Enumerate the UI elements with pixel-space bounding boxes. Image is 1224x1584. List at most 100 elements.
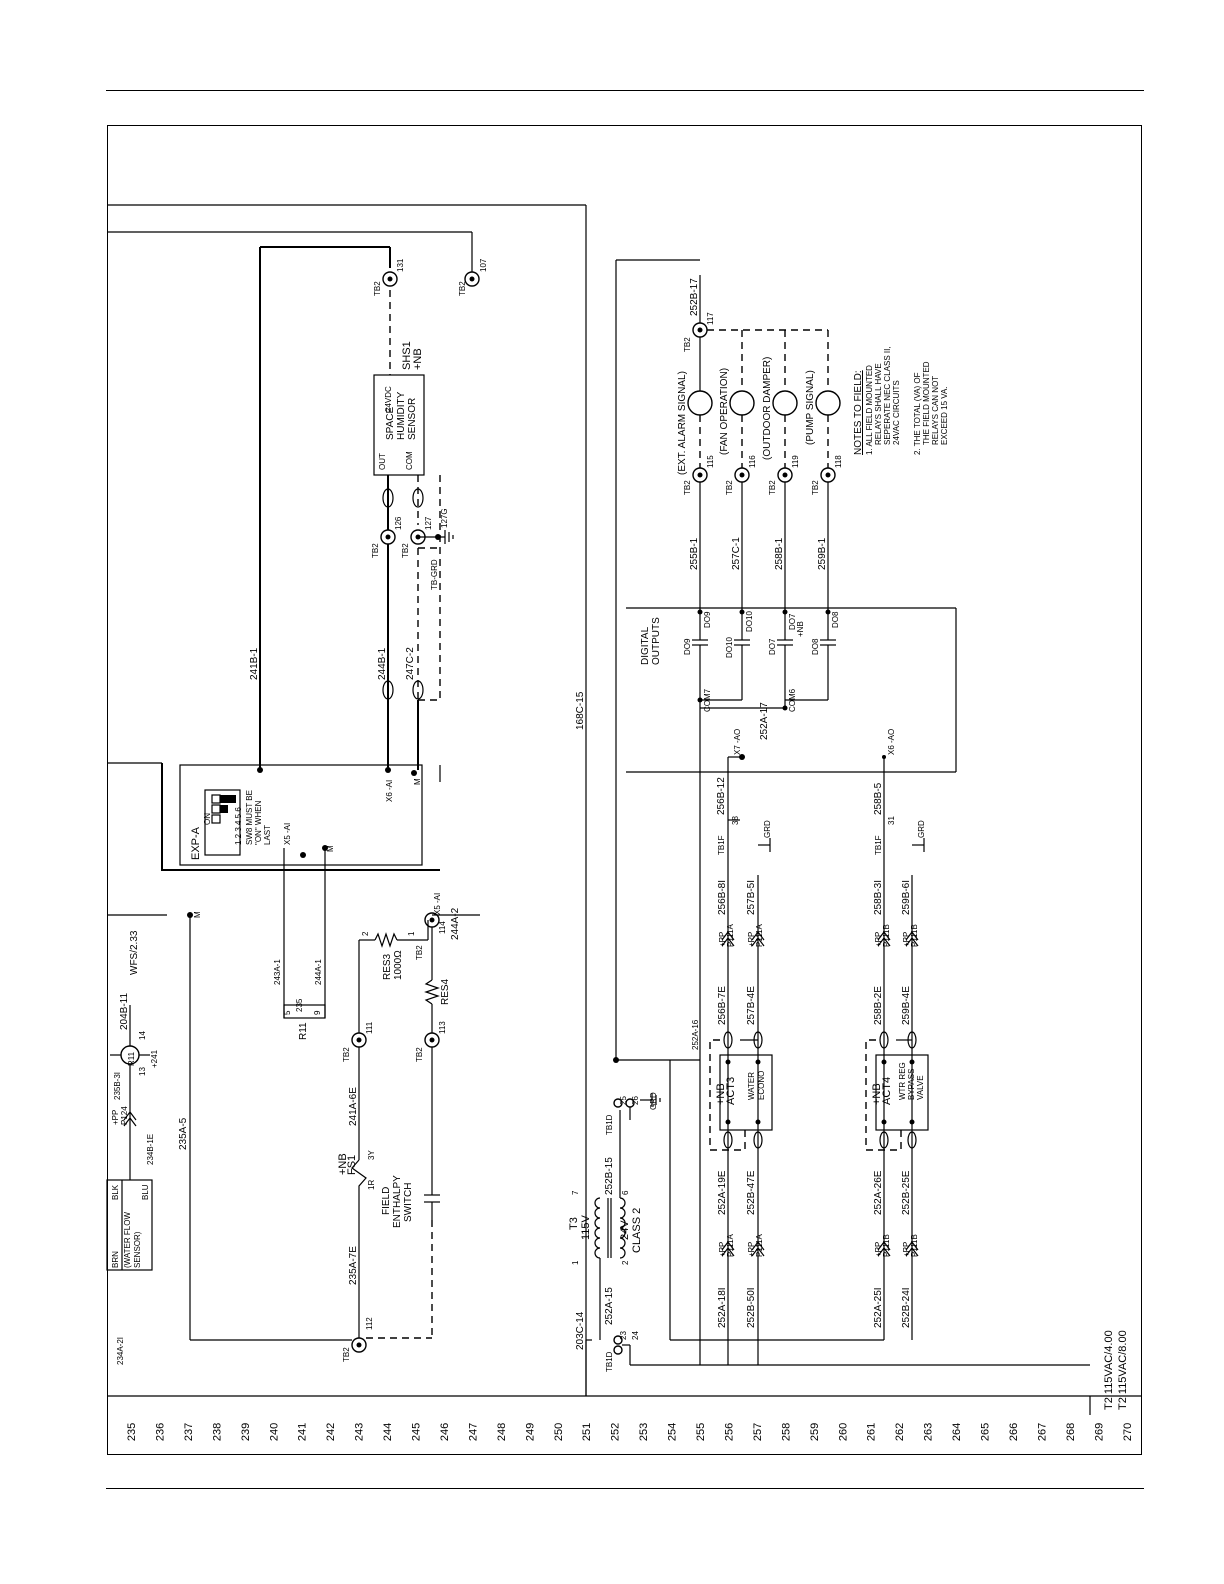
act4-valve: VALVE [916,1075,925,1100]
class2-label: CLASS 2 [631,1208,643,1253]
row-number: 248 [496,1423,508,1441]
term-115: 115 [706,455,715,468]
wfs-blk: BLK [111,1184,120,1200]
term-117: 117 [706,312,715,325]
act4-label: ACT4 [881,1077,893,1105]
tb2-126: TB2 [371,543,380,558]
sw8-label3: LAST [263,825,272,845]
term-116: 116 [748,455,757,468]
wire-257b-4e: 257B-4E [746,986,757,1025]
wire-235a-5: 235A-5 [178,1117,189,1150]
p111a-4: P111A [755,1234,764,1257]
transformer-circuit [585,259,1090,1396]
row-number: 264 [951,1423,963,1441]
tb2-119: TB2 [768,480,777,495]
exp-a-label: EXP-A [190,826,202,860]
wfs-label: WFS/2.33 [129,930,140,975]
term-131: 131 [396,258,405,272]
row-number: 235 [126,1423,138,1441]
ext-alarm-label: (EXT. ALARM SIGNAL) [677,371,688,475]
res3-label: RES3 [382,953,393,980]
wire-235a-7e: 235A-7E [348,1246,359,1285]
wire-252b-47e: 252B-47E [746,1170,757,1215]
grd-38: GRD [763,820,772,838]
act3-box [719,1054,773,1131]
row-number: 263 [923,1423,935,1441]
r11-14: 14 [138,1031,147,1040]
x6-ao: X6 -AO [887,729,896,755]
m-exp: M [413,778,422,785]
row-number: 266 [1008,1423,1020,1441]
wire-252a-25i: 252A-25I [873,1287,884,1328]
p124-label: P124 [120,1106,129,1125]
com-label: COM [405,451,414,470]
act4-wtr-reg: WTR REG [898,1062,907,1100]
wire-258b-3i: 258B-3I [873,880,884,915]
tb2-115: TB2 [683,480,692,495]
do9-pin: DO9 [703,611,712,628]
p111b-1: P111B [882,924,891,947]
act4-nb: +NB [871,1083,883,1105]
upper-left-circuits [259,246,441,770]
act3-water: WATER [747,1072,756,1100]
wire-241b-1: 241B-1 [249,647,260,680]
wfs-brn: BRN [111,1251,120,1268]
wire-252b-17: 252B-17 [689,278,700,316]
notes-title: NOTES TO FIELD: [853,370,864,455]
r11-5: 5 [283,1010,292,1015]
term-112: 112 [365,1317,374,1330]
term-26: 26 [631,1096,640,1105]
term-38: 38 [731,816,740,825]
row-number: 258 [780,1423,792,1441]
p111a-3: P111A [726,1234,735,1257]
wire-244b-1: 244B-1 [377,647,388,680]
wire-259b-1: 259B-1 [817,537,828,570]
term-113: 113 [438,1021,447,1034]
wire-234a-2i: 234A-2I [116,1337,125,1365]
x5-ai: X5 -AI [433,893,442,915]
wire-256b-12: 256B-12 [716,777,727,815]
dip-on: ON [203,813,212,825]
do7-label: DO7 [768,638,777,655]
com7-label: COM7 [703,688,712,712]
digital-output-module [626,275,957,1365]
t3-pin1: 1 [571,1260,580,1265]
row-number: 260 [837,1423,849,1441]
act4-bypass: BYPASS [907,1069,916,1100]
term-118: 118 [834,455,843,468]
wire-252b-24i: 252B-24I [901,1287,912,1328]
dip-nums: 1 2 3 4 5 6 [234,807,243,845]
act4-box [875,1054,929,1131]
grd-31: GRD [917,820,926,838]
r11-241: +241 [150,1049,159,1068]
row-number: 242 [325,1423,337,1441]
do9-label: DO9 [683,638,692,655]
term-127g: 127G [440,508,449,528]
p111a-pp-4: +PP [747,1242,756,1257]
note-2a: 2. THE TOTAL (VA) OF [913,372,922,455]
act3-label: ACT3 [725,1077,737,1105]
lower-left-circuits [106,912,480,1341]
humidity-label: HUMIDITY [396,391,407,440]
do8-pin: DO8 [831,611,840,628]
sw8-label2: "ON" WHEN [254,800,263,845]
switch-label: SWITCH [403,1183,414,1222]
row-number: 257 [752,1423,764,1441]
p111a-2: P111A [755,924,764,947]
fan-op-label: (FAN OPERATION) [719,368,730,455]
term-31: 31 [887,816,896,825]
wire-244a-2: 244A-2 [450,907,461,940]
wfs-desc2: SENSOR) [133,1231,142,1268]
term-127: 127 [424,516,433,530]
row-number: 265 [980,1423,992,1441]
r11-coil: R11 [127,1051,136,1066]
wire-259b-4e: 259B-4E [901,986,912,1025]
term-107: 107 [479,258,488,272]
wire-258b-1: 258B-1 [774,537,785,570]
shs1-label: SHS1 [401,341,413,370]
wire-203c-14: 203C-14 [575,1311,586,1350]
wire-252a-26e: 252A-26E [873,1170,884,1215]
term-23: 23 [619,1331,628,1340]
row-number: 267 [1036,1423,1048,1441]
m-235: M [193,911,202,918]
